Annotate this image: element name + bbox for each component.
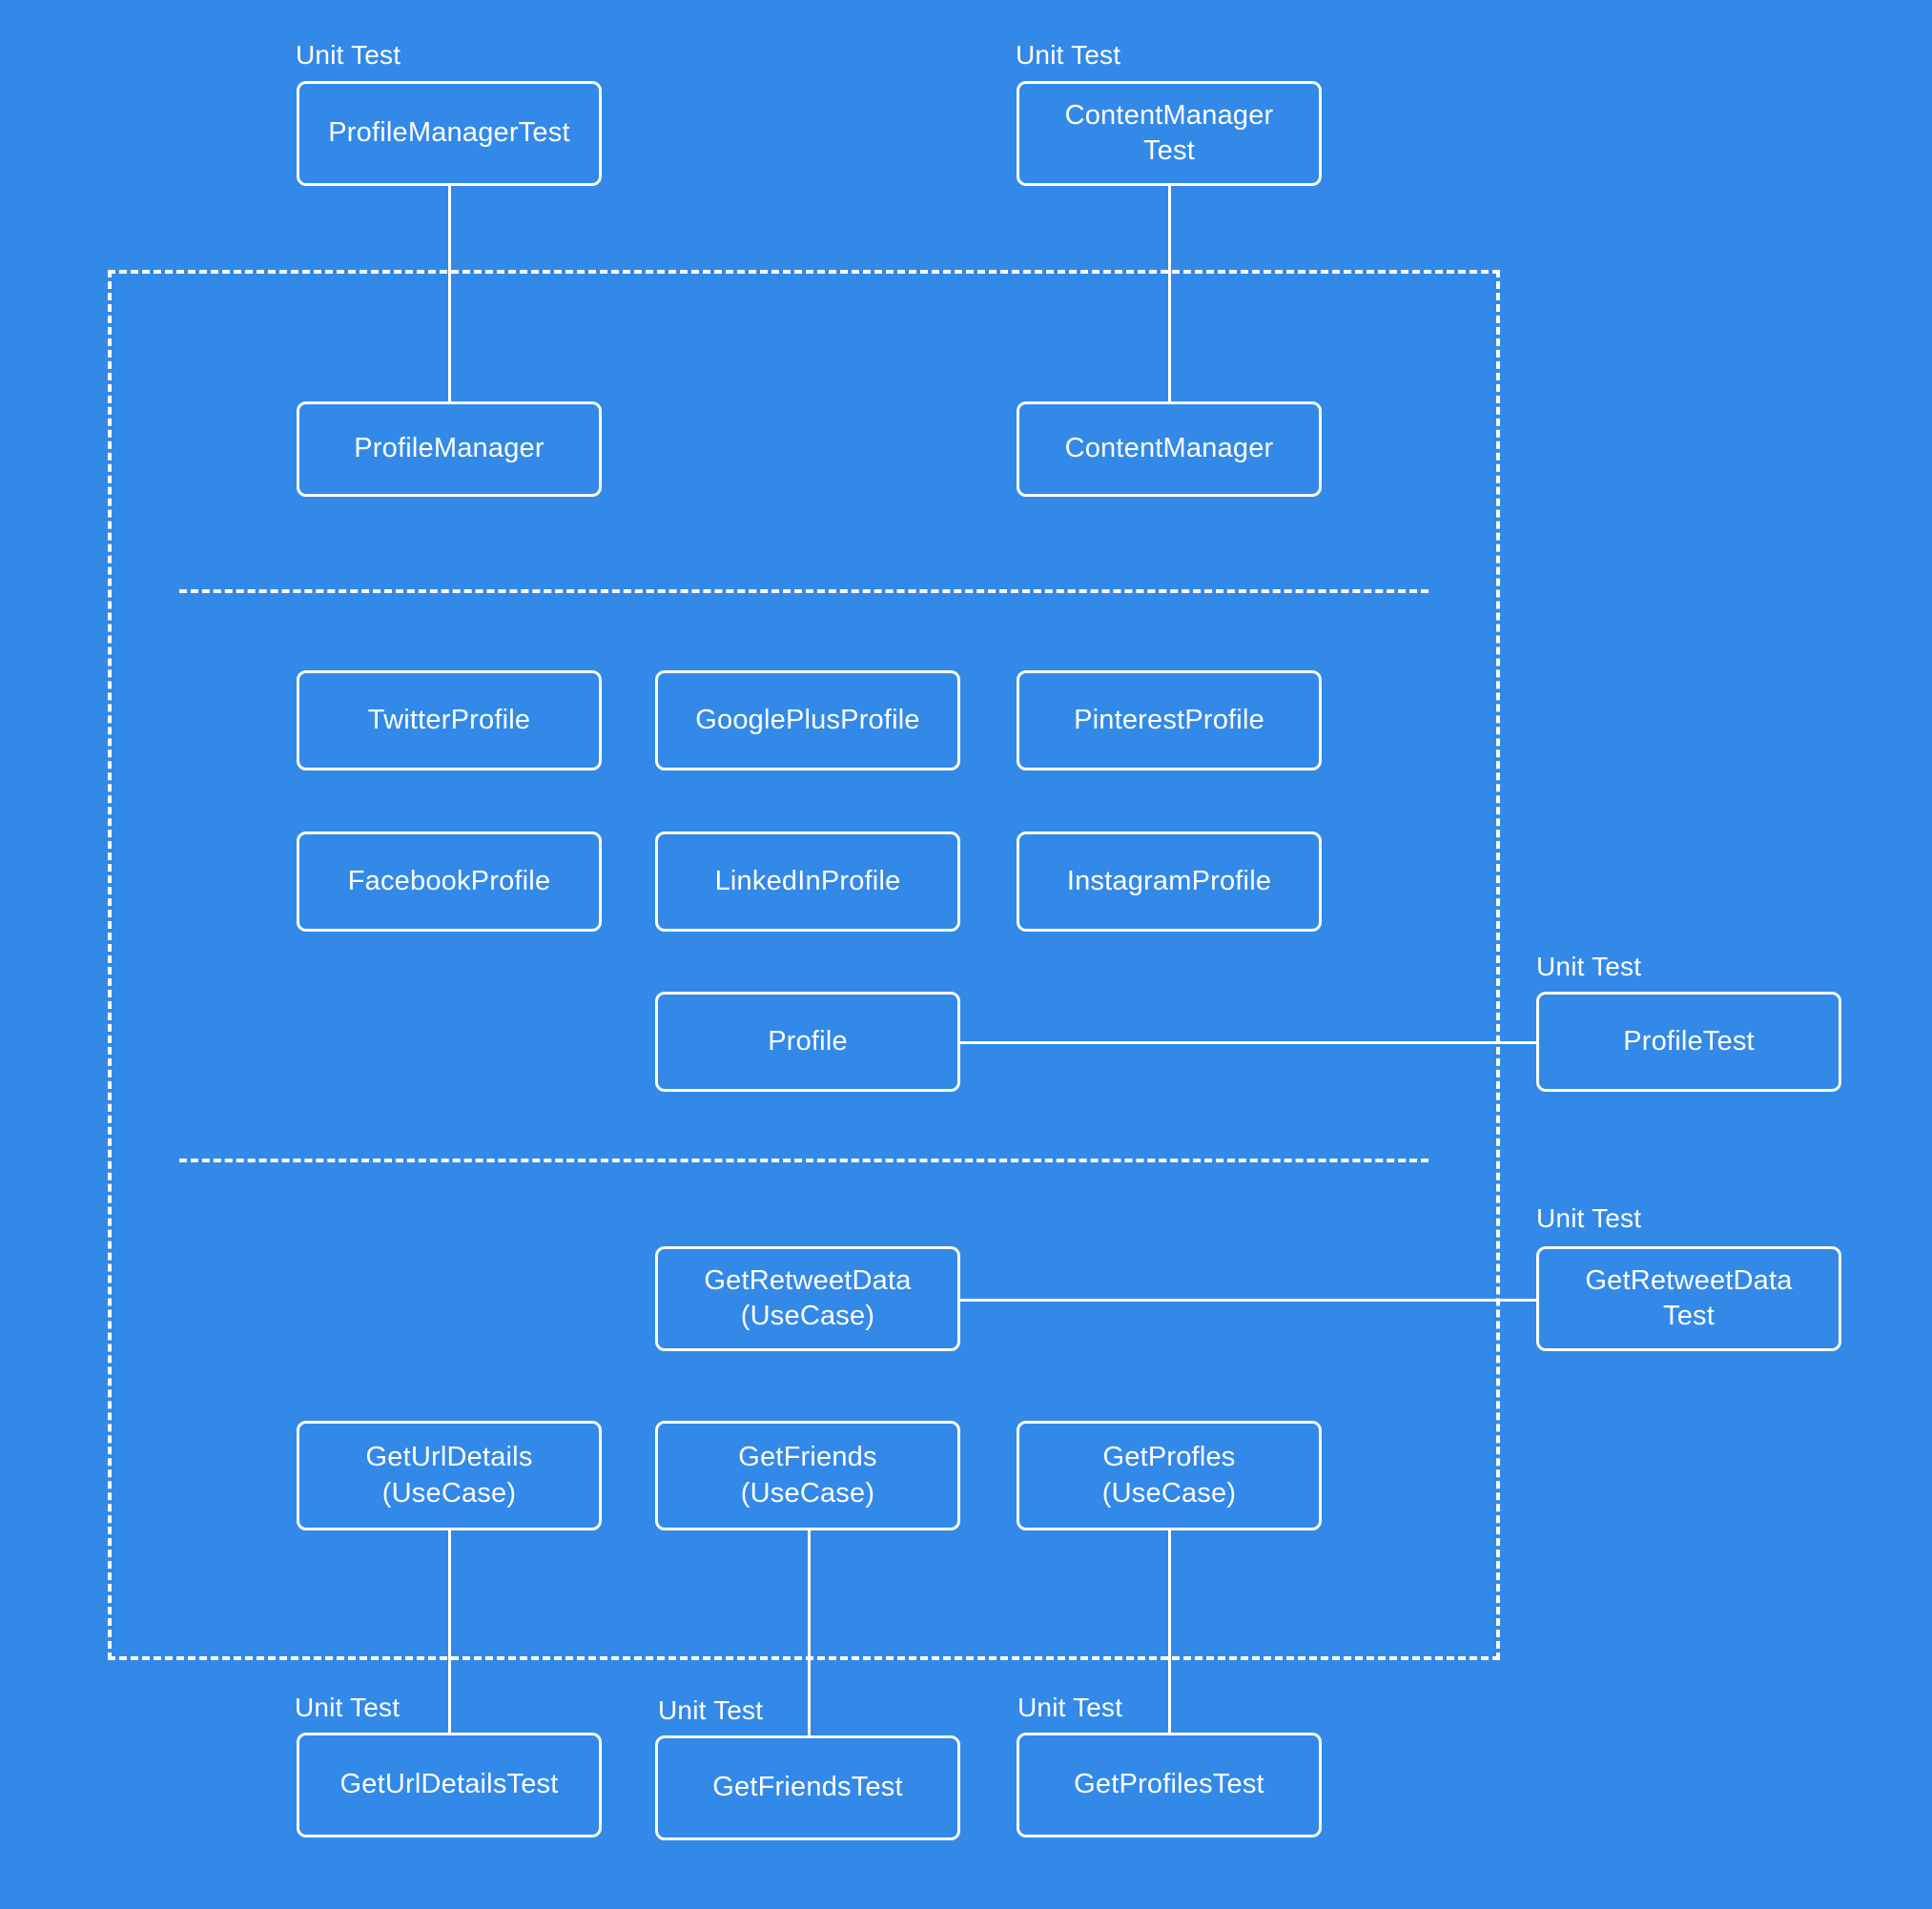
node-twitter-profile[interactable]: TwitterProfile <box>297 670 602 770</box>
node-pinterest-profile[interactable]: PinterestProfile <box>1017 670 1322 770</box>
conn-profilemanagertest-profilemanager <box>448 186 451 401</box>
node-google-plus-profile[interactable]: GooglePlusProfile <box>655 670 960 770</box>
node-instagram-profile[interactable]: InstagramProfile <box>1017 831 1322 932</box>
cap-getretweetdatatest: Unit Test <box>1536 1203 1642 1233</box>
conn-profile-profiletest <box>960 1041 1536 1044</box>
conn-getfriends-test <box>808 1530 811 1735</box>
node-linkedin-profile[interactable]: LinkedInProfile <box>655 831 960 932</box>
node-facebook-profile[interactable]: FacebookProfile <box>297 831 602 932</box>
node-get-friends-test[interactable]: GetFriendsTest <box>655 1735 960 1840</box>
cap-getfriendstest: Unit Test <box>658 1695 764 1725</box>
node-get-url-details-test[interactable]: GetUrlDetailsTest <box>297 1733 602 1837</box>
node-get-friends-usecase[interactable]: GetFriends (UseCase) <box>655 1421 960 1530</box>
node-get-profiles-usecase[interactable]: GetProfles (UseCase) <box>1017 1421 1322 1530</box>
node-get-retweet-data-test[interactable]: GetRetweetData Test <box>1536 1246 1841 1351</box>
node-profile[interactable]: Profile <box>655 992 960 1092</box>
divider-usecase-layer <box>179 1159 1428 1162</box>
node-content-manager[interactable]: ContentManager <box>1017 401 1322 497</box>
conn-geturldetails-test <box>448 1530 451 1733</box>
cap-profilemanagertest: Unit Test <box>296 40 401 70</box>
conn-getprofiles-test <box>1168 1530 1171 1733</box>
conn-getretweetdata-test <box>960 1299 1536 1302</box>
cap-geturldetailstest: Unit Test <box>295 1693 401 1722</box>
node-get-url-details-usecase[interactable]: GetUrlDetails (UseCase) <box>297 1421 602 1530</box>
cap-getprofilestest: Unit Test <box>1017 1693 1123 1722</box>
cap-profiletest: Unit Test <box>1536 952 1642 981</box>
node-get-retweet-data-usecase[interactable]: GetRetweetData (UseCase) <box>655 1246 960 1351</box>
node-content-manager-test[interactable]: ContentManager Test <box>1017 81 1322 186</box>
node-profile-test[interactable]: ProfileTest <box>1536 992 1841 1092</box>
divider-domain-layer <box>179 589 1428 593</box>
cap-contentmanagertest: Unit Test <box>1016 40 1121 70</box>
node-profile-manager-test[interactable]: ProfileManagerTest <box>297 81 602 186</box>
node-get-profiles-test[interactable]: GetProfilesTest <box>1017 1733 1322 1837</box>
conn-contentmanagertest-contentmanager <box>1168 186 1171 401</box>
node-profile-manager[interactable]: ProfileManager <box>297 401 602 497</box>
